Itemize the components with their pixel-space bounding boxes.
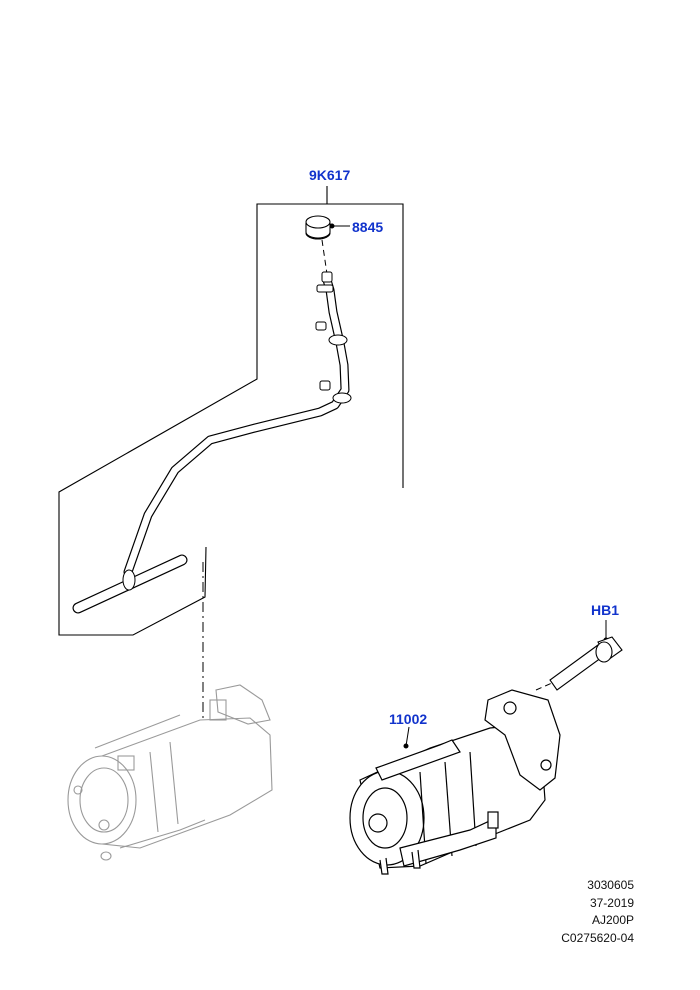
reference-line-4: C0275620-04 — [561, 930, 634, 945]
starter-motor-part — [349, 689, 561, 875]
reference-line-3: AJ200P — [591, 913, 634, 927]
bolt-fit-line — [535, 682, 553, 691]
reference-block: 3030605 37-2019 AJ200P C0275620-04 — [561, 877, 634, 947]
reference-line-2: 37-2019 — [589, 895, 634, 910]
reference-line-1: 3030605 — [587, 878, 634, 892]
cap-fit-line — [321, 239, 328, 275]
bolt-part — [549, 636, 623, 691]
installed-starter-ghost — [67, 684, 273, 861]
cap-part — [305, 215, 331, 240]
hose-assembly-part — [72, 271, 352, 614]
callout-11002[interactable]: 11002 — [389, 711, 428, 727]
callout-hb1[interactable]: HB1 — [591, 602, 620, 618]
callout-9k617[interactable]: 9K617 — [309, 167, 351, 183]
callout-8845[interactable]: 8845 — [352, 219, 384, 235]
hose-group-outline — [58, 186, 404, 636]
